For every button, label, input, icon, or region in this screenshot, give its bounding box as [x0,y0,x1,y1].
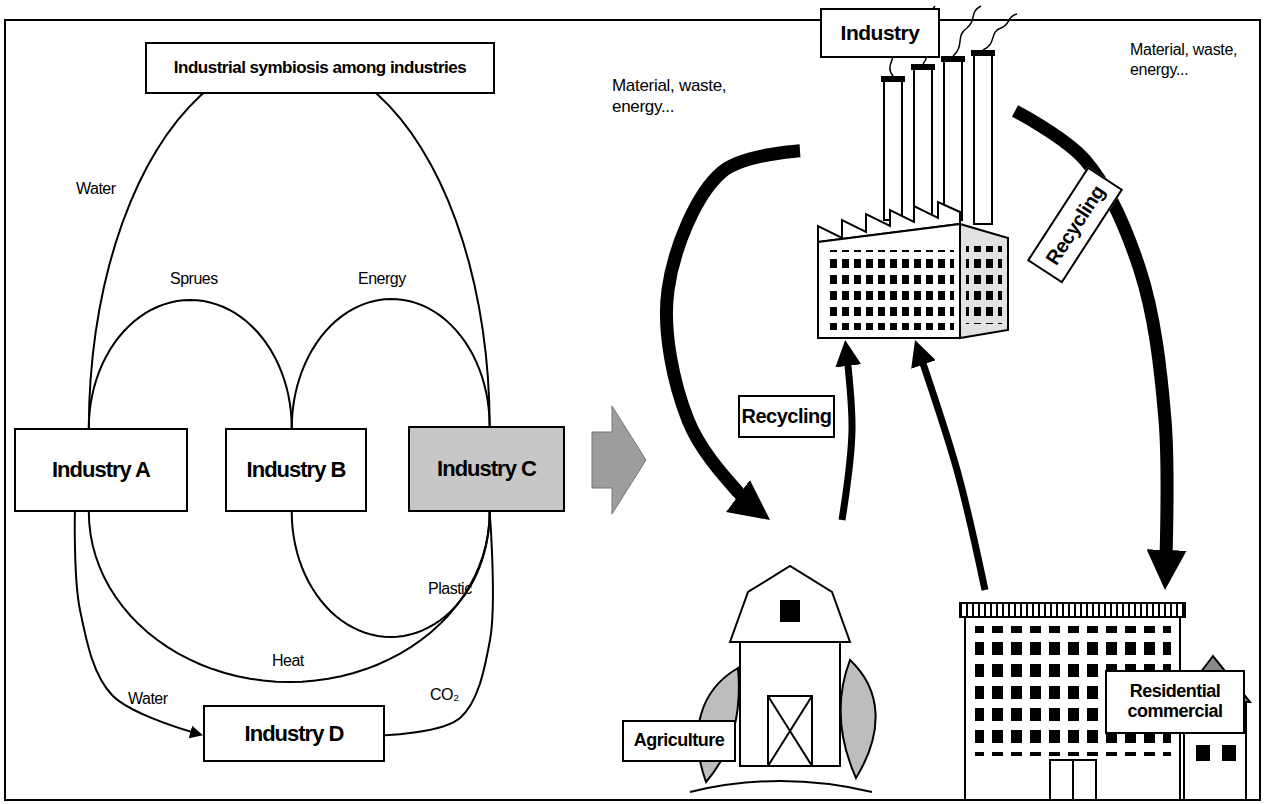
chimney [974,54,992,224]
field-line [690,781,872,792]
chimney-cap [971,50,995,56]
recycling-tag: Recycling [1027,167,1123,284]
agriculture-sector: Agriculture [620,520,870,800]
flow-label: Water [128,690,168,708]
leaf [841,660,876,778]
building-door [1050,760,1096,800]
flow-label: Plastic [428,580,472,598]
sawtooth-roof [818,202,960,242]
flow-label: Water [76,180,116,198]
smoke-plume [953,6,981,56]
flow-arrow [1015,111,1167,590]
house-window [1222,745,1236,761]
node-label: Industry A [52,457,150,483]
chimney [914,68,932,218]
industry-box: Industry B [225,428,367,512]
building-roof [960,603,1185,617]
barn-wall [740,642,840,766]
recycling-tag: Recycling [738,395,835,438]
barn-roof [730,566,850,642]
residential-commercial-sector: Residential commercial [955,590,1255,800]
node-label: Industrial symbiosis among industries [174,58,466,78]
industry-sector: Industry [800,8,1015,340]
node-label: Recycling [742,405,832,428]
factory-side [960,224,1008,338]
chimney-cap [881,76,905,82]
highlighted-industry-box: Industry C [408,426,565,512]
flow-line [89,512,490,682]
chimney-cap [941,56,965,62]
flow-line [292,512,490,637]
node-label: Industry B [247,457,346,483]
barn-door-brace [768,696,812,766]
smoke-plume [983,14,1017,50]
factory-front [818,224,960,338]
flow-line [89,300,292,428]
flow-label: Sprues [170,270,218,288]
node-label: Industry C [437,456,536,482]
factory-illustration [818,6,1017,338]
flow-arrow [666,151,800,520]
node-label: Recycling [1041,181,1109,269]
factory-windows [826,250,954,330]
heading-box: Industrial symbiosis among industries [145,42,495,94]
building-illustration [960,603,1250,800]
flow-note: Material, waste, energy... [1130,40,1258,80]
node-label: Industry [820,8,940,58]
chimney [884,80,902,220]
flow-label: Energy [358,270,406,288]
node-label: Agriculture [622,720,736,762]
flow-note: Material, waste, energy... [612,75,772,118]
barn-door [768,696,812,766]
barn-loft [780,600,800,622]
chimney [944,60,962,220]
house-window [1196,745,1210,761]
industry-box: Industry A [14,428,188,512]
flow-line [385,512,493,735]
flow-line [89,57,490,428]
node-label: Residential commercial [1105,670,1245,734]
flow-line [292,299,490,428]
transition-arrow [592,406,646,514]
flow-label: CO₂ [430,686,459,704]
flow-label: Heat [272,652,304,670]
flow-arrow [842,340,852,520]
door-split [1072,760,1074,800]
factory-windows [966,246,1002,324]
industry-box: Industry D [203,705,385,762]
figure-frame [5,20,1260,800]
flow-arrow [75,512,203,735]
node-label: Industry D [245,721,344,747]
flow-arrow [915,340,985,590]
chimney-cap [911,64,935,70]
